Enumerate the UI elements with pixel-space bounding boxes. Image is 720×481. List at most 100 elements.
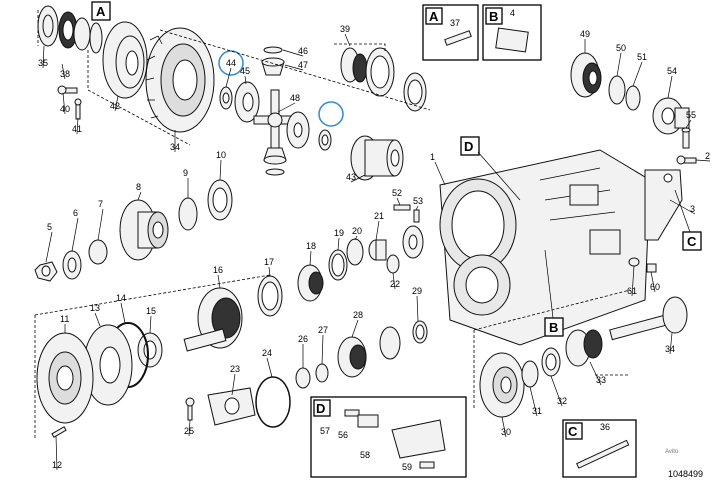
- part-number-17: 17: [264, 257, 274, 267]
- spring-22: [386, 254, 400, 274]
- leader-line-34: [669, 332, 673, 355]
- part-number-5: 5: [47, 222, 52, 232]
- part-number-33: 33: [596, 375, 606, 385]
- leader-line-42: [114, 95, 119, 112]
- leader-line-22: [392, 272, 396, 290]
- svg-text:D: D: [464, 139, 473, 154]
- leader-line-23: [231, 373, 236, 396]
- pinion-gear-47-bottom: [263, 147, 287, 165]
- differential-case-43: [350, 135, 404, 181]
- part-number-60: 60: [650, 282, 660, 292]
- ring-32: [541, 347, 561, 377]
- axle-housing-1: [439, 149, 651, 346]
- shim-9: [178, 197, 198, 231]
- part-number-1: 1: [430, 152, 435, 162]
- leader-line-50: [616, 52, 622, 77]
- part-number-44: 44: [226, 58, 236, 68]
- callout-C: C: [674, 189, 702, 251]
- inset-C: C 36: [562, 419, 637, 478]
- part-number-9: 9: [183, 168, 188, 178]
- seal-51: [625, 85, 641, 111]
- bearing-28: [337, 326, 401, 378]
- o-ring-24: [255, 376, 291, 428]
- leader-line-39: [344, 33, 351, 47]
- part-number-3: 3: [690, 204, 695, 214]
- gear-splined-21b: [402, 225, 424, 259]
- washer-6: [62, 250, 82, 280]
- shim-50: [608, 75, 626, 105]
- svg-text:A: A: [96, 4, 106, 19]
- part-number-7: 7: [98, 199, 103, 209]
- leader-line-38: [61, 63, 66, 80]
- leader-line-31: [529, 386, 538, 417]
- side-gear-45-left: [234, 81, 260, 123]
- part-number-34: 34: [665, 344, 675, 354]
- part-number-61: 61: [627, 286, 637, 296]
- ring-19: [328, 249, 348, 281]
- part-number-10: 10: [216, 150, 226, 160]
- leader-line-2: [695, 159, 711, 162]
- leader-line-13: [94, 312, 101, 327]
- frame-top-left: [37, 10, 431, 146]
- flange-54: [652, 97, 690, 135]
- part-number-53: 53: [413, 196, 423, 206]
- leader-line-61: [631, 265, 635, 297]
- pinion-34: [609, 296, 688, 341]
- leader-line-33: [589, 361, 602, 386]
- leader-line-40: [62, 92, 66, 115]
- callout-A: A: [91, 1, 111, 21]
- part-number-43: 43: [346, 172, 356, 182]
- leader-line-44: [225, 67, 232, 88]
- leader-line-24: [266, 357, 273, 378]
- leader-line-28: [351, 319, 359, 338]
- thrust-washer-44-right: [318, 129, 332, 151]
- ring-gear-34: [145, 27, 215, 133]
- part-number-13: 13: [90, 303, 100, 313]
- part-number-29: 29: [412, 286, 422, 296]
- highlight-44-right: [318, 101, 344, 127]
- screw-53: [413, 209, 420, 223]
- svg-text:C: C: [687, 234, 697, 249]
- leader-line-8: [137, 191, 142, 201]
- bracket-3: [644, 169, 683, 241]
- pinion-gear-47-top: [261, 57, 285, 76]
- inset-D-part-57: 57: [320, 426, 330, 436]
- bearing-cup-35-right: [365, 47, 395, 97]
- part-number-55: 55: [686, 110, 696, 120]
- inset-D-letter: D: [316, 401, 325, 416]
- part-number-47: 47: [298, 60, 308, 70]
- gear-20: [346, 238, 364, 266]
- inset-A-letter: A: [429, 9, 439, 24]
- part-number-30: 30: [501, 427, 511, 437]
- differential-case-42: [102, 21, 148, 99]
- inset-D-part-56: 56: [338, 430, 348, 440]
- part-number-23: 23: [230, 364, 240, 374]
- inset-D: D 57 56 58 59: [310, 396, 467, 478]
- frame-39: [334, 43, 386, 52]
- leader-line-3: [669, 199, 696, 215]
- callout-D: D: [460, 136, 521, 201]
- bolt-41: [74, 98, 82, 120]
- leader-line-47: [284, 64, 304, 71]
- bearing-35-left: [37, 5, 91, 51]
- leader-line-43: [350, 174, 366, 183]
- part-number-8: 8: [136, 182, 141, 192]
- leader-line-17: [268, 266, 271, 277]
- leader-line-10: [219, 159, 222, 181]
- part-number-20: 20: [352, 226, 362, 236]
- bearing-33: [565, 329, 603, 367]
- part-number-12: 12: [52, 460, 62, 470]
- leader-line-32: [550, 375, 563, 407]
- leader-line-60: [650, 271, 656, 293]
- sleeve-21: [368, 239, 387, 261]
- adjusting-ring-35: [403, 72, 427, 112]
- part-number-46: 46: [298, 46, 308, 56]
- leader-line-51: [632, 61, 643, 87]
- leader-line-1: [434, 161, 446, 186]
- part-number-41: 41: [72, 124, 82, 134]
- part-number-39: 39: [340, 24, 350, 34]
- inset-D-part-58: 58: [360, 450, 370, 460]
- lock-7: [88, 239, 108, 265]
- part-number-21: 21: [374, 211, 384, 221]
